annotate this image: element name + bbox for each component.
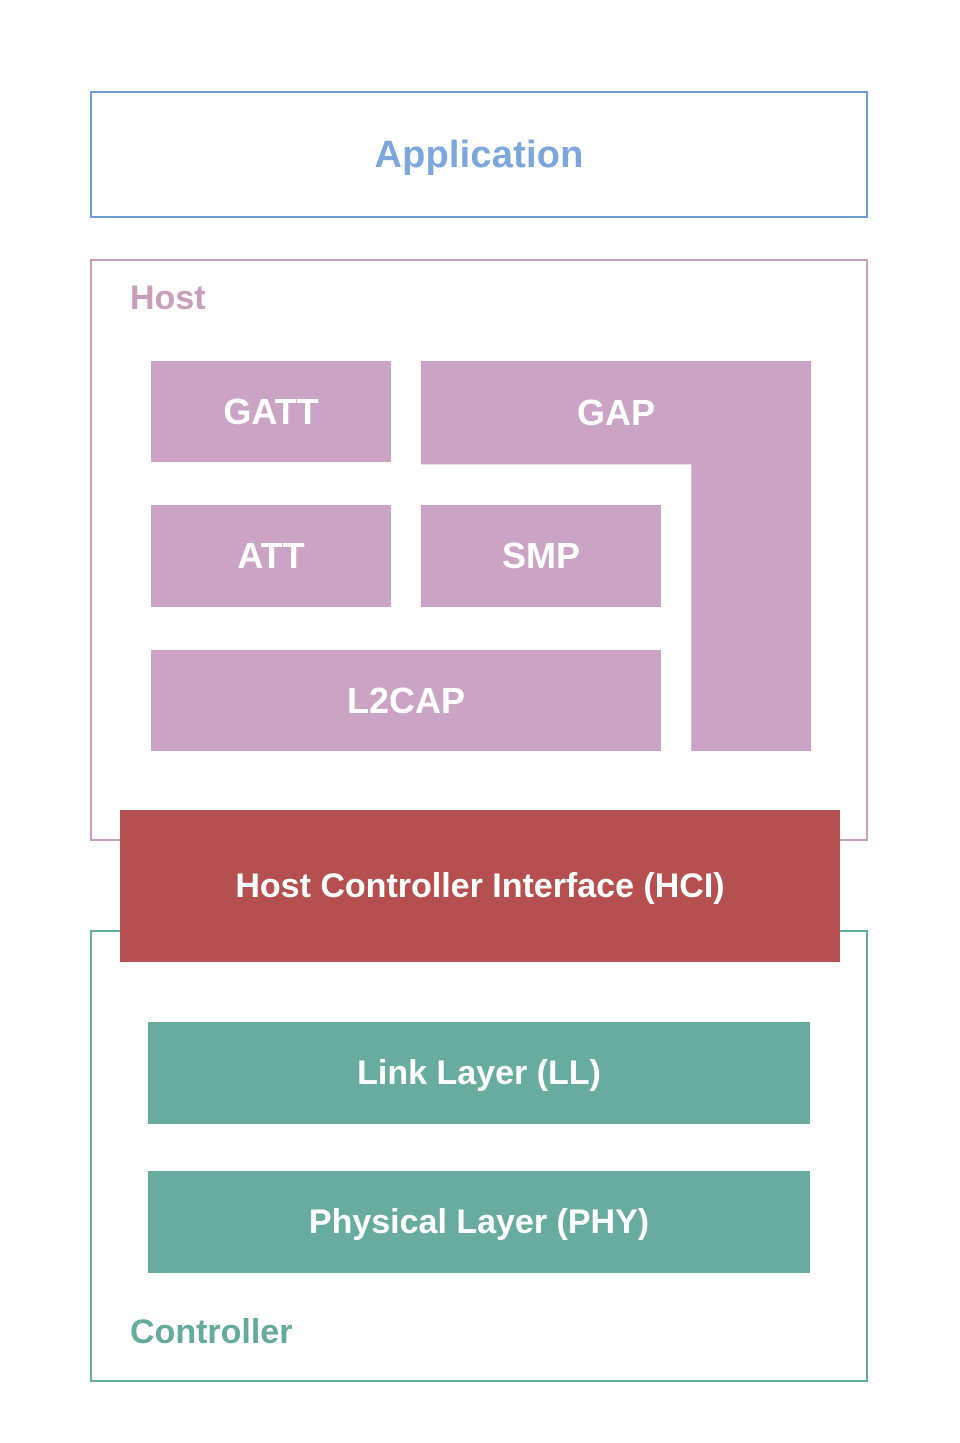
host-container-label: Host — [130, 279, 206, 317]
application-layer-label: Application — [374, 133, 584, 176]
physical-layer-block: Physical Layer (PHY) — [148, 1171, 810, 1273]
application-layer-box: Application — [90, 91, 868, 218]
l2cap-block: L2CAP — [151, 650, 661, 751]
controller-container — [90, 930, 868, 1382]
att-block: ATT — [151, 505, 391, 607]
gatt-block: GATT — [151, 361, 391, 462]
controller-container-label: Controller — [130, 1313, 293, 1351]
link-layer-block: Link Layer (LL) — [148, 1022, 810, 1124]
smp-block: SMP — [421, 505, 661, 607]
host-controller-interface-block: Host Controller Interface (HCI) — [120, 810, 840, 962]
